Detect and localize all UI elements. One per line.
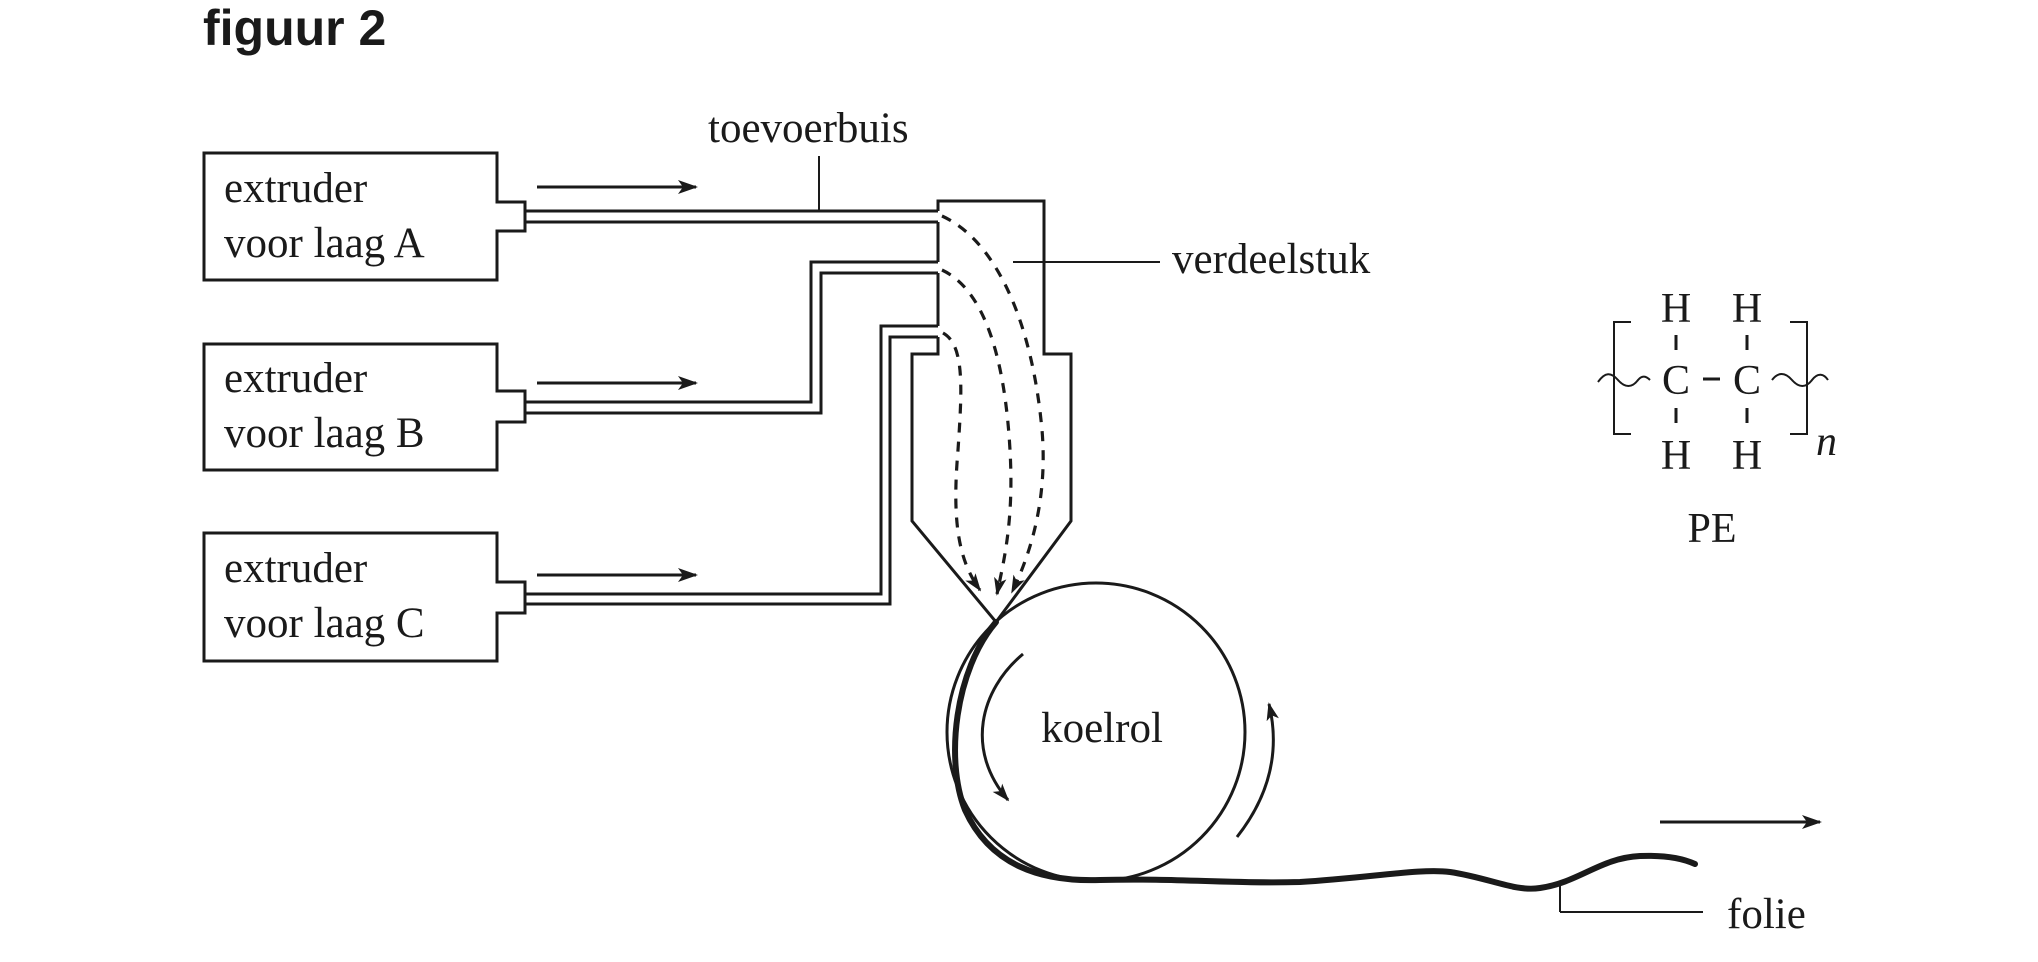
figure-title: figuur 2 [203,0,386,56]
extruder-c-label-line2: voor laag C [224,600,425,647]
extruder-a-body [202,151,527,282]
distributor-label: verdeelstuk [1172,236,1371,283]
extruder-b-label-line1: extruder [224,355,367,402]
atom-h-bottom-1: H [1661,433,1691,479]
pipe-c-outer [525,324,938,596]
film [952,619,1698,892]
distributor [910,199,1073,625]
melt-flow-paths [941,214,1045,596]
atom-h-top-2: H [1732,286,1762,332]
flow-path-c [942,331,982,592]
atom-h-top-1: H [1661,286,1691,332]
repeat-subscript: n [1816,419,1837,465]
film-label: folie [1727,891,1806,938]
extruder-a: extruder voor laag A [202,151,698,282]
pipe-b-inner [525,271,938,415]
chill-roll-label: koelrol [1041,705,1163,752]
flow-path-b [941,268,1013,596]
polymer-name: PE [1687,506,1736,552]
pipe-b-outer [525,260,938,404]
extruder-c-label-line1: extruder [224,545,367,592]
left-bracket [1613,321,1631,435]
wavy-bond-right [1771,373,1829,387]
chill-roll: koelrol [945,581,1279,883]
atom-c2: C [1733,358,1761,404]
atom-h-bottom-2: H [1732,433,1762,479]
feed-pipes [525,209,938,606]
extruder-c: extruder voor laag C [202,531,698,663]
extruder-c-body [202,531,527,663]
extruder-b-label-line2: voor laag B [224,410,425,457]
flow-path-a [941,214,1045,594]
pipe-c-inner [525,335,938,606]
wavy-bond-left [1597,373,1651,387]
distributor-inner-wall [910,199,1073,625]
feed-pipe-label: toevoerbuis [708,105,909,152]
rotation-arrow-inner [980,652,1024,802]
extruder-b: extruder voor laag B [202,342,698,472]
extruder-b-body [202,342,527,472]
extruder-a-label-line2: voor laag A [224,220,425,267]
pe-structure: C C H H H H n PE [1597,286,1837,552]
right-bracket [1790,321,1808,435]
rotation-arrow-outer [1235,702,1279,838]
atom-c1: C [1662,358,1690,404]
extruder-a-label-line1: extruder [224,165,367,212]
